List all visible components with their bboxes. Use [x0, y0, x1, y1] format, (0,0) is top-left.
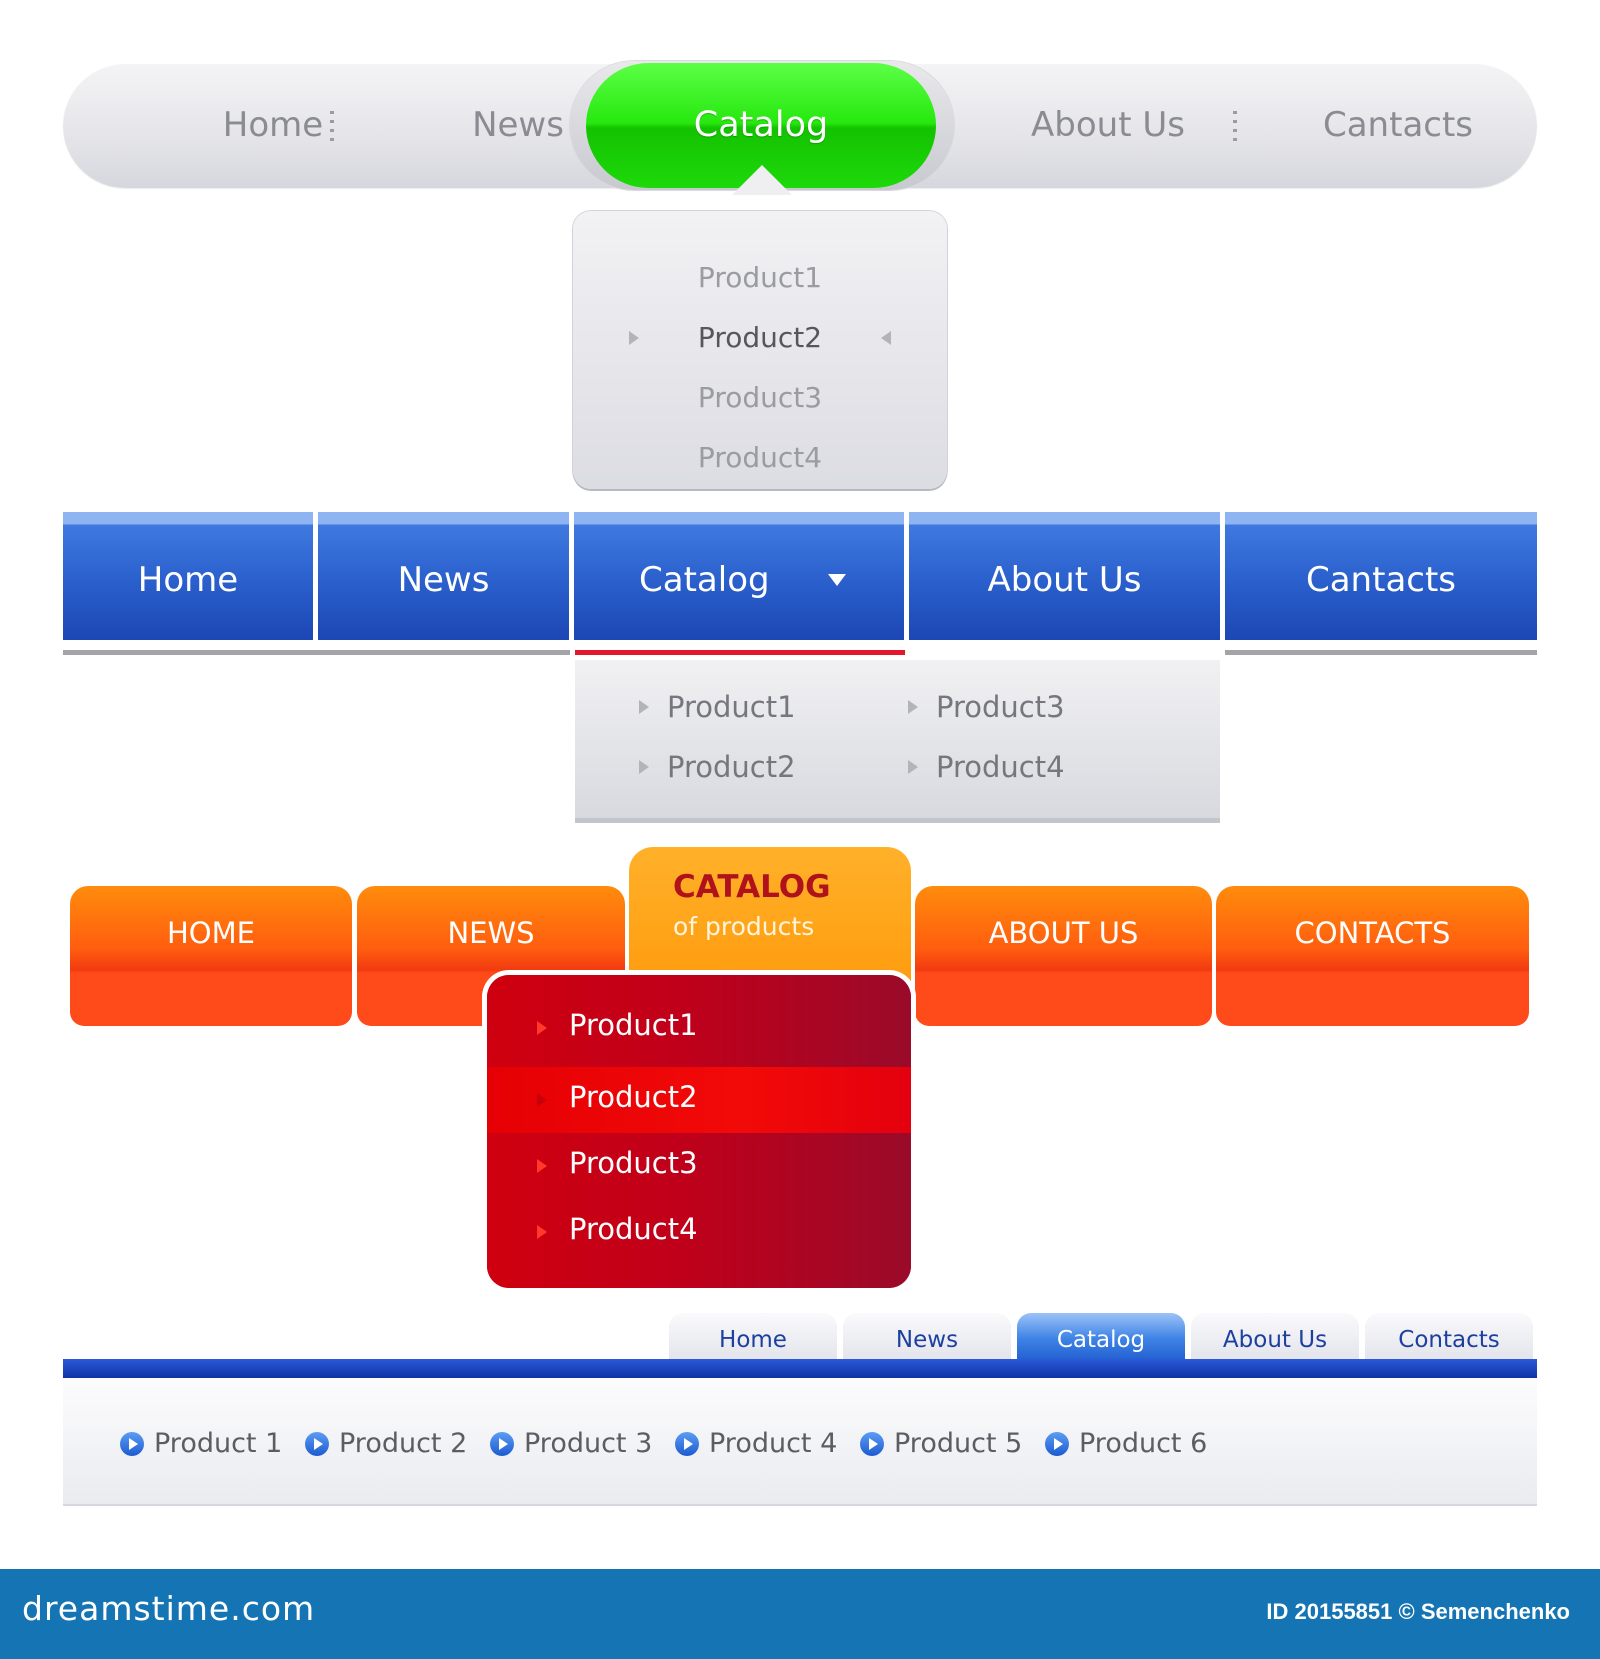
blue-menu-news-label: News	[397, 560, 490, 600]
arrow-right-icon	[537, 1225, 547, 1239]
product-label: Product 2	[339, 1428, 468, 1459]
blue-menu-catalog-label: Catalog	[639, 560, 770, 600]
pill-dropdown-item[interactable]: Product4	[697, 441, 823, 474]
pill-dropdown-item[interactable]: Product3	[697, 381, 823, 414]
blue-menu-catalog[interactable]: Catalog	[574, 512, 904, 640]
pill-menu-home[interactable]: Home	[222, 105, 324, 145]
product-label: Product 1	[154, 1428, 283, 1459]
product-label: Product 5	[894, 1428, 1023, 1459]
orange-menu-contacts-label: CONTACTS	[1294, 916, 1451, 950]
pill-dropdown-item[interactable]: Product1	[697, 261, 823, 294]
product-label: Product 4	[709, 1428, 838, 1459]
tab-contacts[interactable]: Contacts	[1365, 1313, 1533, 1359]
orange-dropdown-label: Product3	[569, 1146, 698, 1180]
orange-menu-about[interactable]: ABOUT US	[915, 886, 1212, 1026]
product-label: Product 3	[524, 1428, 653, 1459]
orange-dropdown-item[interactable]: Product3	[487, 1133, 911, 1199]
arrow-right-icon	[908, 760, 918, 774]
orange-menu-news-label: NEWS	[447, 916, 535, 950]
orange-dropdown-label: Product1	[569, 1008, 698, 1042]
orange-dropdown-item[interactable]: Product1	[487, 975, 911, 1067]
arrow-right-icon	[537, 1093, 547, 1107]
blue-menu-news[interactable]: News	[318, 512, 569, 640]
blue-dropdown-item[interactable]: Product3	[936, 690, 1065, 724]
blue-menu-dropdown: Product1 Product2 Product3 Product4	[575, 660, 1220, 823]
orange-dropdown-item[interactable]: Product4	[487, 1199, 911, 1288]
orange-dropdown-item-active[interactable]: Product2	[487, 1067, 911, 1133]
pill-menu-news[interactable]: News	[472, 105, 564, 145]
pill-menu-dropdown: Product1 Product2 Product3 Product4	[573, 211, 947, 489]
dropdown-pointer	[732, 165, 792, 195]
blue-menu-contacts[interactable]: Cantacts	[1225, 512, 1537, 640]
orange-menu-home-label: HOME	[167, 916, 255, 950]
arrow-right-icon	[639, 700, 649, 714]
pill-dropdown-item-active[interactable]: Product2	[697, 321, 823, 354]
tab-home[interactable]: Home	[669, 1313, 837, 1359]
product-label: Product 6	[1079, 1428, 1208, 1459]
play-circle-icon	[120, 1432, 144, 1456]
blue-dropdown-item[interactable]: Product2	[667, 750, 796, 784]
blue-menu-underline	[1225, 650, 1537, 655]
arrow-right-icon	[537, 1159, 547, 1173]
orange-menu-catalog-title: CATALOG	[673, 869, 831, 905]
blue-dropdown-item[interactable]: Product4	[936, 750, 1065, 784]
arrow-right-icon	[908, 700, 918, 714]
orange-menu-catalog-subtitle: of products	[673, 912, 815, 941]
orange-menu-catalog[interactable]: CATALOG of products	[629, 847, 911, 997]
orange-menu-contacts[interactable]: CONTACTS	[1216, 886, 1529, 1026]
play-circle-icon	[860, 1432, 884, 1456]
arrow-right-icon	[639, 760, 649, 774]
footer: dreamstime.com ID 20155851 © Semenchenko	[0, 1569, 1600, 1659]
tabs-bar	[63, 1359, 1537, 1378]
blue-dropdown-item[interactable]: Product1	[667, 690, 796, 724]
play-circle-icon	[1045, 1432, 1069, 1456]
blue-menu-about-label: About Us	[987, 560, 1142, 600]
pill-menu-about[interactable]: About Us	[1031, 105, 1185, 145]
blue-menu-home[interactable]: Home	[63, 512, 313, 640]
play-circle-icon	[490, 1432, 514, 1456]
blue-menu-about[interactable]: About Us	[909, 512, 1220, 640]
tab-catalog[interactable]: Catalog	[1017, 1313, 1185, 1359]
pill-menu-contacts[interactable]: Cantacts	[1322, 105, 1474, 145]
play-circle-icon	[675, 1432, 699, 1456]
orange-menu-about-label: ABOUT US	[988, 916, 1139, 950]
blue-menu-home-label: Home	[137, 560, 239, 600]
arrow-right-icon	[629, 331, 639, 345]
menu-separator	[1233, 111, 1237, 141]
footer-image-id: ID 20155851 © Semenchenko	[1266, 1599, 1570, 1624]
blue-menu-active-indicator	[575, 650, 905, 655]
arrow-right-icon	[537, 1021, 547, 1035]
tab-news[interactable]: News	[843, 1313, 1011, 1359]
menu-separator	[330, 111, 334, 141]
play-circle-icon	[305, 1432, 329, 1456]
orange-dropdown-label: Product4	[569, 1212, 698, 1246]
blue-menu-underline	[63, 650, 570, 655]
chevron-down-icon	[828, 574, 846, 586]
orange-menu-dropdown: Product1 Product2 Product3 Product4	[487, 975, 911, 1288]
arrow-left-icon	[881, 331, 891, 345]
tab-about[interactable]: About Us	[1191, 1313, 1359, 1359]
orange-dropdown-label: Product2	[569, 1080, 698, 1114]
orange-menu-home[interactable]: HOME	[70, 886, 352, 1026]
footer-brand: dreamstime.com	[22, 1589, 316, 1628]
blue-menu-contacts-label: Cantacts	[1305, 560, 1457, 600]
